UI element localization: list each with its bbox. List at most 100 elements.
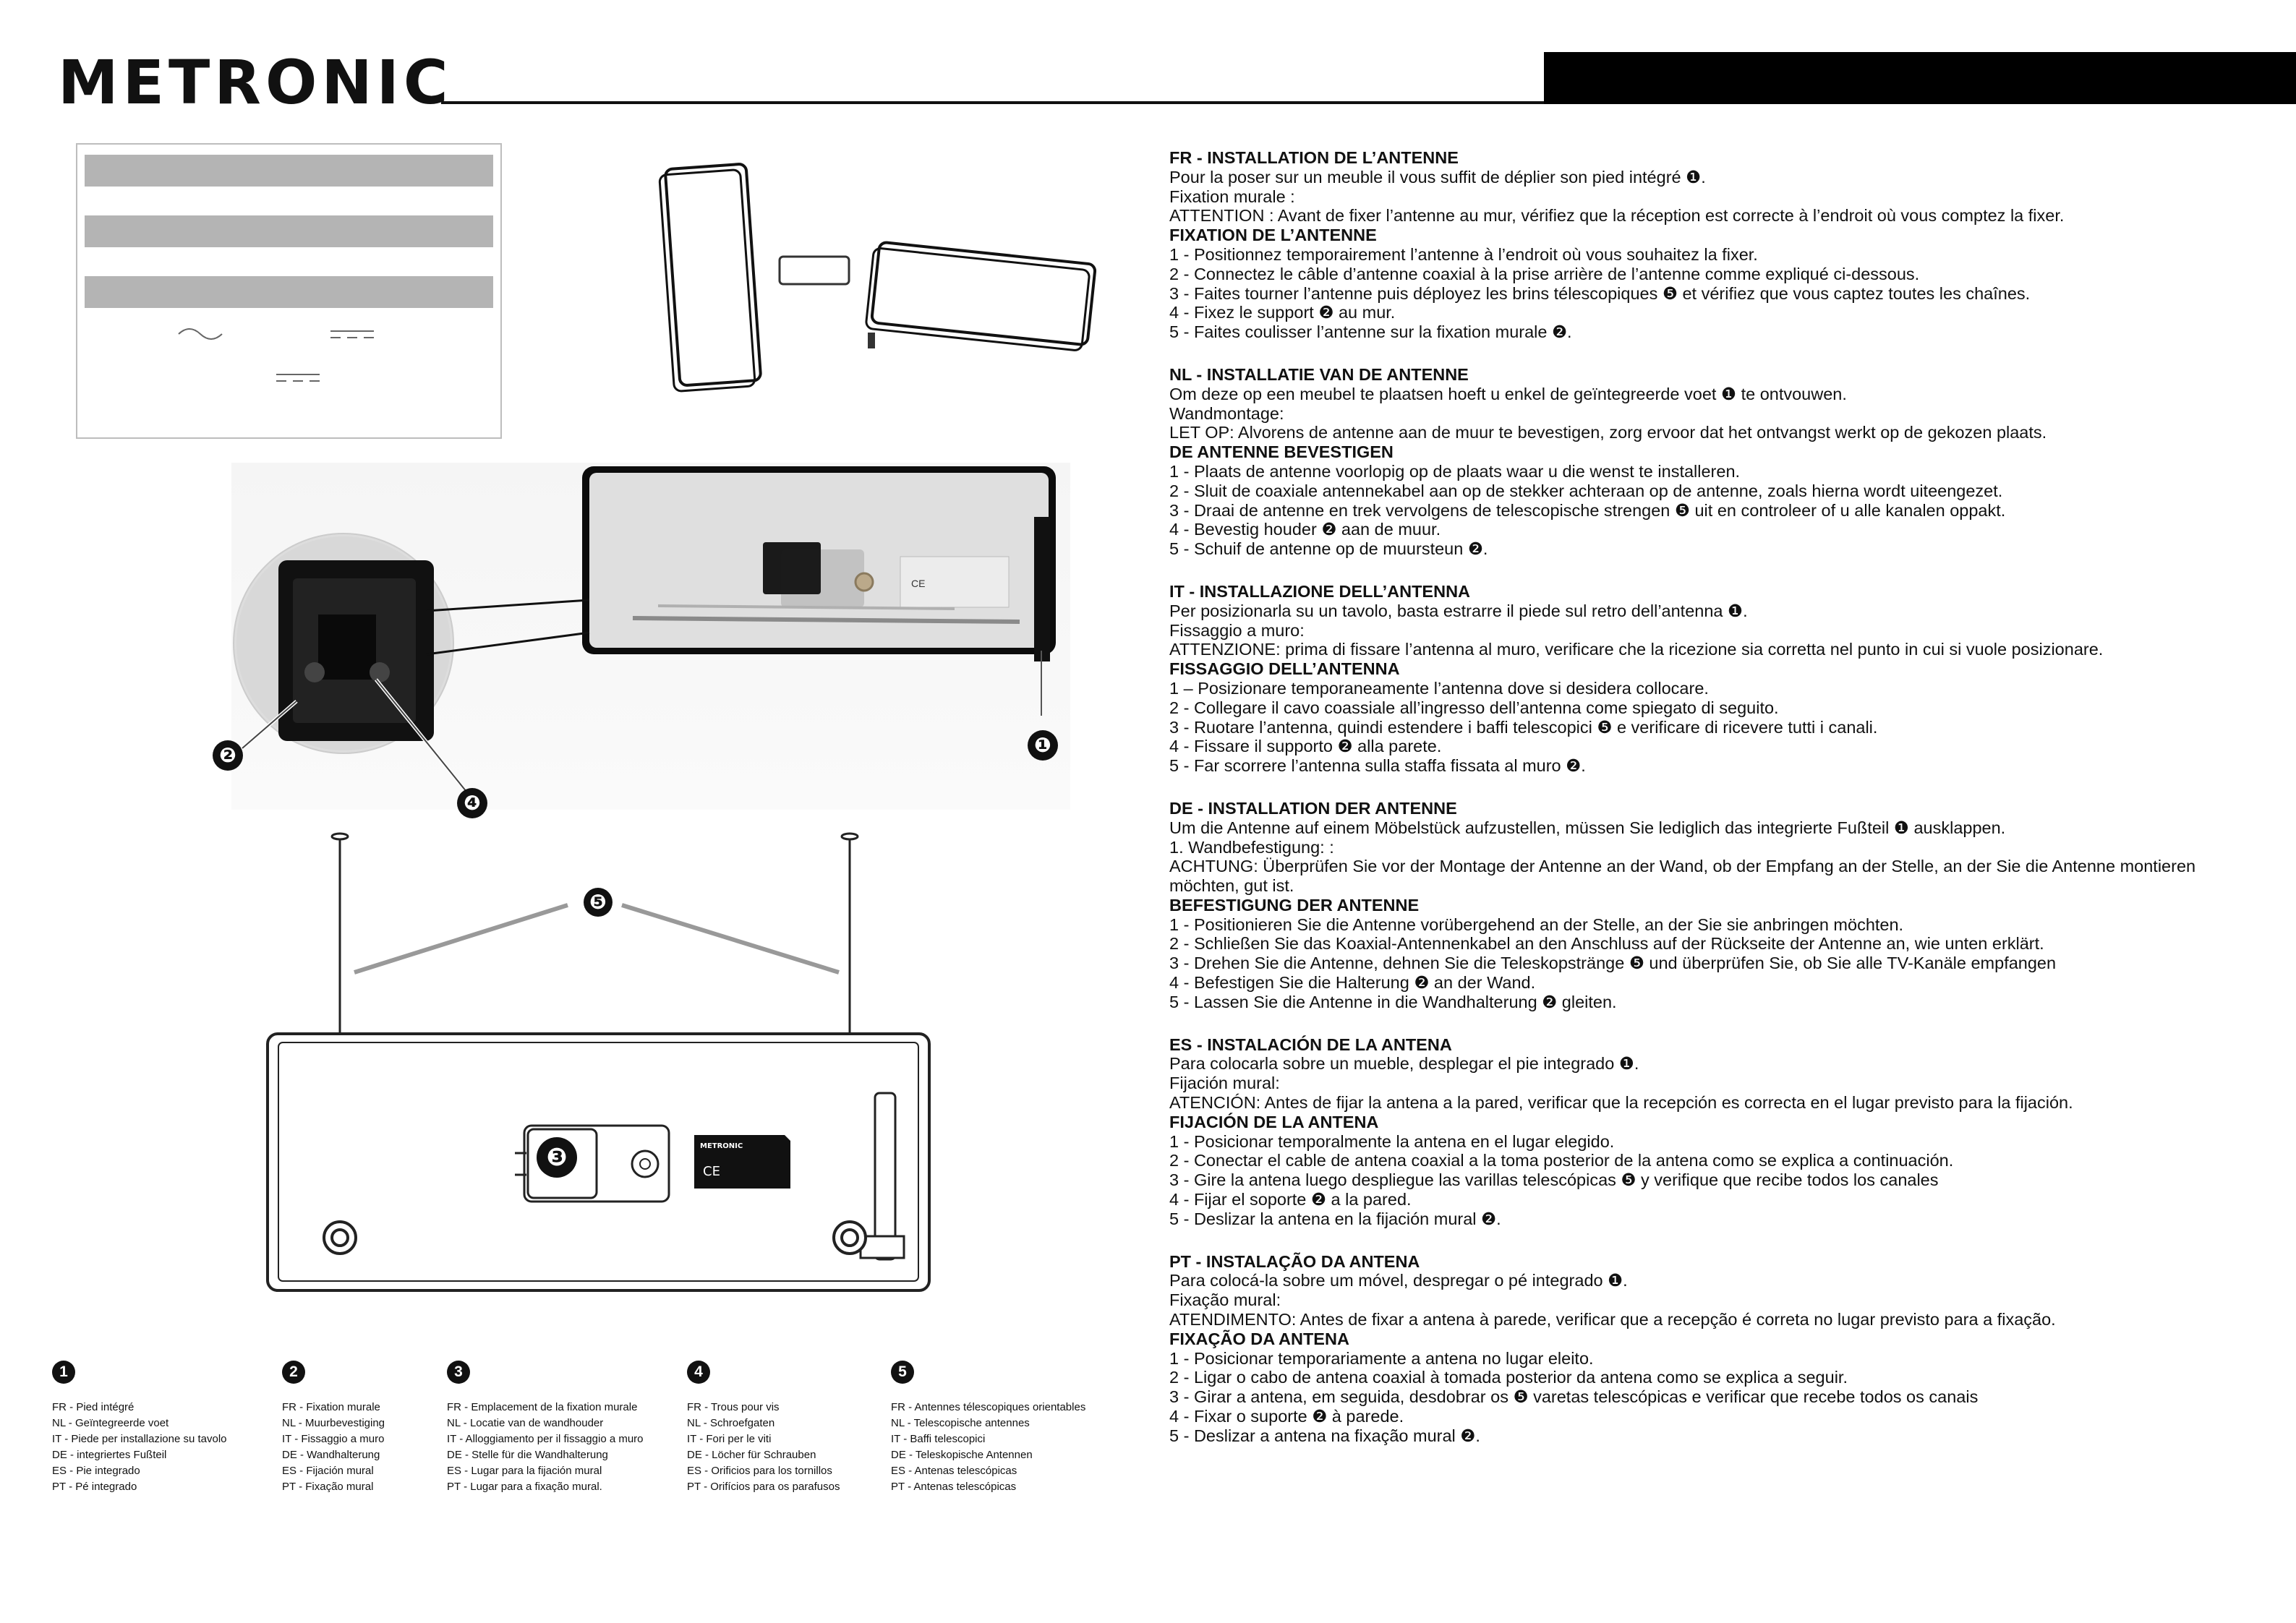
metronic-logo: METRONIC — [58, 47, 453, 118]
svg-text:CE: CE — [911, 578, 925, 589]
legend-line: FR - Antennes télescopiques orientables — [891, 1401, 1086, 1413]
legend-line: PT - Orifícios para os parafusos — [687, 1481, 840, 1493]
legend-3: 3 FR - Emplacement de la fixation murale… — [447, 1361, 644, 1495]
legend-line: FR - Fixation murale — [282, 1401, 380, 1413]
legend-line: FR - Emplacement de la fixation murale — [447, 1401, 638, 1413]
legend-line: NL - Telescopische antennes — [891, 1417, 1030, 1429]
instruction-line: ATTENZIONE: prima di fissare l’antenna a… — [1169, 640, 2104, 659]
antenna-landscape-icon — [865, 241, 1097, 351]
legend-line: ES - Fijación mural — [282, 1465, 374, 1477]
instruction-line: 3 - Faites tourner l’antenne puis déploy… — [1169, 283, 2031, 303]
integrated-foot — [1034, 517, 1050, 661]
instruction-line: 1 - Posicionar temporariamente a antena … — [1169, 1348, 1594, 1368]
legend-line: PT - Pé integrado — [52, 1481, 137, 1493]
instruction-line: 1 - Plaats de antenne voorlopig op de pl… — [1169, 461, 1741, 481]
instruction-line: Om deze op een meubel te plaatsen hoeft … — [1169, 384, 1847, 403]
instruction-line: 5 - Faites coulisser l’antenne sur la fi… — [1169, 322, 1572, 342]
instruction-line: 4 - Befestigen Sie die Halterung ❷ an de… — [1169, 973, 1536, 993]
legend-5: 5 FR - Antennes télescopiques orientable… — [891, 1361, 1085, 1495]
section-heading: FIXAÇÃO DA ANTENA — [1169, 1329, 1349, 1348]
callout-5: ❺ — [584, 888, 613, 917]
legend-line: IT - Baffi telescopici — [891, 1433, 986, 1445]
instruction-line: Para colocarla sobre un mueble, desplega… — [1169, 1054, 1639, 1074]
instruction-line: 1 – Posizionare temporaneamente l’antenn… — [1169, 678, 1709, 698]
instruction-line: Fixation murale : — [1169, 187, 1295, 206]
ac-symbol-icon — [178, 328, 223, 340]
header-rule — [441, 101, 1548, 104]
orientation-swap-box — [778, 255, 850, 286]
instruction-line: 5 - Schuif de antenne op de muursteun ❷. — [1169, 539, 1488, 559]
instruction-line: 3 - Gire la antena luego despliegue las … — [1169, 1170, 1939, 1190]
instruction-line: 5 - Deslizar a antena na fixação mural ❷… — [1169, 1426, 1480, 1445]
legend-line: DE - Stelle für die Wandhalterung — [447, 1449, 608, 1461]
instruction-line: 4 - Bevestig houder ❷ aan de muur. — [1169, 520, 1441, 539]
legend-line: IT - Alloggiamento per il fissaggio a mu… — [447, 1433, 644, 1445]
legend-badge-1: 1 — [52, 1361, 75, 1384]
section-heading: PT - INSTALAÇÃO DA ANTENA — [1169, 1251, 1420, 1271]
rear-label-brand: METRONIC — [700, 1142, 743, 1150]
section-heading: FIJACIÓN DE LA ANTENA — [1169, 1112, 1379, 1131]
legend-line: PT - Fixação mural — [282, 1481, 374, 1493]
header-black-bar — [1544, 52, 2296, 104]
instruction-line: Fijación mural: — [1169, 1074, 1280, 1093]
spec-row-3 — [85, 276, 493, 308]
spec-row-2 — [85, 215, 493, 247]
instruction-line: 1 - Positionieren Sie die Antenne vorübe… — [1169, 915, 1904, 934]
section-heading: DE - INSTALLATION DER ANTENNE — [1169, 798, 1457, 818]
section-heading: NL - INSTALLATIE VAN DE ANTENNE — [1169, 364, 1469, 384]
legend-badge-4: 4 — [687, 1361, 710, 1384]
foot-outline — [874, 1092, 897, 1261]
legend-badge-5: 5 — [891, 1361, 914, 1384]
legend-4: 4 FR - Trous pour vis NL - Schroefgaten … — [687, 1361, 840, 1495]
instruction-line: 4 - Fixar o suporte ❷ à parede. — [1169, 1407, 1404, 1426]
callout-1: ❶ — [1028, 730, 1058, 761]
legend-line: NL - Schroefgaten — [687, 1417, 775, 1429]
legend-line: PT - Lugar para a fixação mural. — [447, 1481, 602, 1493]
instruction-line: 5 - Far scorrere l’antenna sulla staffa … — [1169, 756, 1586, 776]
instruction-line: 1. Wandbefestigung: : — [1169, 837, 1334, 857]
callout-4: ❹ — [457, 788, 487, 818]
instruction-line: 3 - Drehen Sie die Antenne, dehnen Sie d… — [1169, 954, 2057, 973]
instruction-line: Pour la poser sur un meuble il vous suff… — [1169, 167, 1706, 187]
legend-line: ES - Lugar para la fijación mural — [447, 1465, 602, 1477]
instruction-line: Um die Antenne auf einem Möbelstück aufz… — [1169, 818, 2006, 837]
telescopic-rod — [632, 616, 1020, 624]
instruction-line: 5 - Lassen Sie die Antenne in die Wandha… — [1169, 992, 1617, 1011]
instruction-line: 1 - Positionnez temporairement l’antenne… — [1169, 244, 1758, 264]
section-heading: ES - INSTALACIÓN DE LA ANTENA — [1169, 1035, 1452, 1054]
legend-line: DE - Teleskopische Antennen — [891, 1449, 1033, 1461]
instruction-line: 4 - Fijar el soporte ❷ a la pared. — [1169, 1190, 1412, 1209]
antenna-rear-photo: CE — [231, 463, 1070, 810]
section-heading: FR - INSTALLATION DE L’ANTENNE — [1169, 148, 1459, 167]
wall-bracket — [763, 542, 821, 594]
instruction-line: 5 - Deslizar la antena en la fijación mu… — [1169, 1209, 1501, 1228]
spec-table — [76, 143, 502, 439]
instruction-line: Wandmontage: — [1169, 403, 1284, 423]
legend-badge-3: 3 — [447, 1361, 470, 1384]
instruction-line: 4 - Fixez le support ❷ au mur. — [1169, 303, 1396, 322]
instruction-line: ACHTUNG: Überprüfen Sie vor der Montage … — [1169, 857, 2196, 896]
instruction-line: 2 - Schließen Sie das Koaxial-Antennenka… — [1169, 934, 2044, 954]
legend-line: NL - Locatie van de wandhouder — [447, 1417, 604, 1429]
legend-1: 1 FR - Pied intégré NL - Geïntegreerde v… — [52, 1361, 227, 1495]
instruction-line: Para colocá-la sobre um móvel, despregar… — [1169, 1271, 1628, 1290]
legend-line: IT - Piede per installazione su tavolo — [52, 1433, 227, 1445]
legend-2: 2 FR - Fixation murale NL - Muurbevestig… — [282, 1361, 385, 1495]
section-heading: FISSAGGIO DELL’ANTENNA — [1169, 659, 1400, 679]
instruction-line: 2 - Sluit de coaxiale antennekabel aan o… — [1169, 481, 2003, 500]
legend-line: ES - Pie integrado — [52, 1465, 140, 1477]
legend-line: ES - Orificios para los tornillos — [687, 1465, 832, 1477]
instruction-line: Per posizionarla su un tavolo, basta est… — [1169, 601, 1748, 620]
callout-3: ❸ — [537, 1137, 577, 1178]
section-heading: DE ANTENNE BEVESTIGEN — [1169, 442, 1394, 462]
instruction-line: 2 - Ligar o cabo de antena coaxial à tom… — [1169, 1368, 1848, 1387]
legend-line: DE - integriertes Fußteil — [52, 1449, 167, 1461]
instruction-line: 4 - Fissare il supporto ❷ alla parete. — [1169, 737, 1442, 756]
legend-badge-2: 2 — [282, 1361, 305, 1384]
spec-row-1 — [85, 155, 493, 187]
